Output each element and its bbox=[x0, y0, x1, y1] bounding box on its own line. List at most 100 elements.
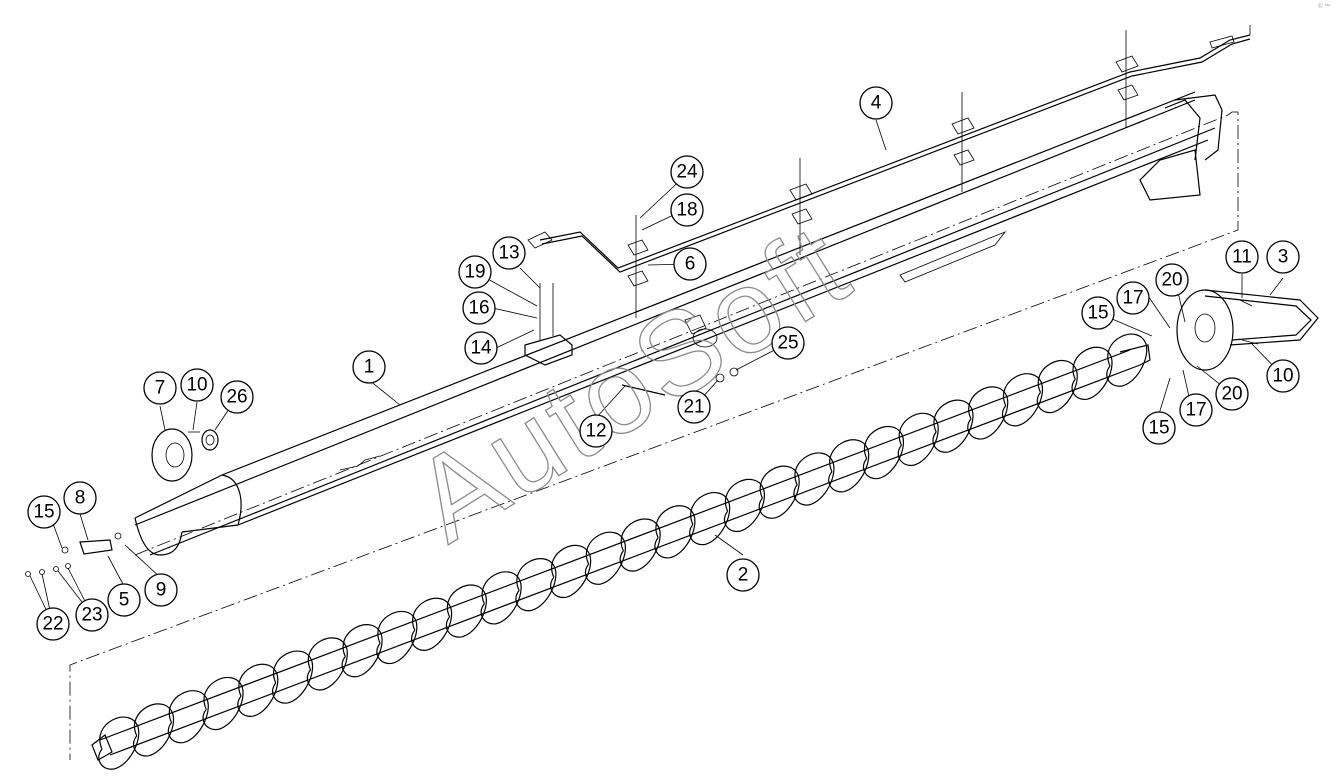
callout-9: 9 bbox=[144, 573, 178, 607]
callout-label: 11 bbox=[1232, 247, 1252, 268]
auger-flight bbox=[862, 425, 905, 480]
assembly-boundary bbox=[69, 111, 1239, 760]
auger-flight bbox=[932, 399, 974, 453]
callout-label: 26 bbox=[226, 387, 247, 408]
auger-flight bbox=[132, 703, 175, 757]
callout-17: 17 bbox=[1179, 393, 1213, 427]
auger-flight bbox=[793, 452, 835, 506]
callout-11: 11 bbox=[1225, 240, 1259, 274]
callout-16: 16 bbox=[462, 291, 496, 325]
callout-label: 20 bbox=[1161, 270, 1182, 291]
callout-3: 3 bbox=[1266, 240, 1300, 274]
callout-1: 1 bbox=[352, 350, 386, 384]
auger-flight bbox=[1036, 359, 1078, 414]
auger-flight bbox=[376, 610, 418, 665]
callout-label: 13 bbox=[498, 243, 519, 264]
auger-flight bbox=[550, 544, 592, 599]
auger-flight bbox=[1001, 373, 1044, 427]
callout-label: 15 bbox=[1087, 303, 1108, 324]
callout-label: 1 bbox=[364, 357, 375, 378]
mounting-block bbox=[524, 283, 573, 366]
auger-flight bbox=[758, 465, 800, 519]
callout-10: 10 bbox=[1266, 359, 1300, 393]
callout-10: 10 bbox=[180, 368, 214, 402]
corner-note: © ™ bbox=[1318, 3, 1330, 10]
callout-label: 3 bbox=[1278, 247, 1289, 268]
auger-flight bbox=[723, 478, 766, 533]
auger-flight bbox=[654, 505, 696, 559]
callout-18: 18 bbox=[670, 193, 704, 227]
flights bbox=[98, 333, 1148, 770]
callout-17: 17 bbox=[1116, 281, 1150, 315]
auger-flight bbox=[967, 386, 1009, 440]
callout-label: 5 bbox=[119, 590, 130, 611]
callout-label: 22 bbox=[42, 614, 63, 635]
callout-label: 4 bbox=[871, 93, 882, 114]
callout-label: 10 bbox=[186, 375, 207, 396]
auger-flight bbox=[202, 676, 244, 731]
auger-tube bbox=[134, 91, 1223, 556]
callout-label: 14 bbox=[470, 338, 492, 359]
callout-label: 21 bbox=[683, 397, 704, 418]
callout-14: 14 bbox=[464, 331, 498, 365]
callout-label: 18 bbox=[676, 200, 697, 221]
rod-brackets bbox=[627, 30, 1139, 318]
auger-flighting bbox=[91, 333, 1151, 770]
callout-label: 12 bbox=[585, 421, 606, 442]
auger-flight bbox=[306, 637, 348, 691]
auger-flight bbox=[584, 531, 626, 585]
callout-label: 8 bbox=[75, 488, 86, 509]
end-flange bbox=[151, 428, 219, 482]
callout-label: 16 bbox=[468, 298, 489, 319]
auger-flight bbox=[411, 597, 453, 651]
auger-flight bbox=[1071, 346, 1113, 400]
callout-12: 12 bbox=[579, 414, 613, 448]
callout-label: 17 bbox=[1185, 400, 1206, 421]
callout-15: 15 bbox=[1142, 411, 1176, 445]
callout-label: 15 bbox=[33, 502, 54, 523]
auger-flight bbox=[480, 571, 522, 625]
callout-19: 19 bbox=[458, 255, 492, 289]
auger-flight bbox=[897, 412, 939, 466]
callout-label: 9 bbox=[156, 580, 167, 601]
callout-25: 25 bbox=[771, 326, 805, 360]
auger-flight bbox=[237, 663, 279, 717]
auger-flight bbox=[619, 518, 661, 572]
callout-label: 17 bbox=[1122, 288, 1143, 309]
callout-23: 23 bbox=[75, 598, 109, 632]
watermark-text: AutoSoft bbox=[392, 198, 873, 567]
auger-flight bbox=[272, 650, 314, 704]
callout-13: 13 bbox=[492, 236, 526, 270]
callout-label: 6 bbox=[685, 254, 696, 275]
discharge-plate bbox=[1176, 289, 1319, 371]
callout-label: 20 bbox=[1221, 384, 1242, 405]
auger-flight bbox=[98, 716, 140, 770]
auger-flight bbox=[828, 439, 870, 493]
control-rod bbox=[527, 25, 1251, 273]
auger-flight bbox=[445, 584, 487, 638]
callout-26: 26 bbox=[220, 380, 254, 414]
auger-flight bbox=[341, 624, 383, 678]
auger-flight bbox=[167, 690, 209, 744]
callout-label: 25 bbox=[777, 333, 798, 354]
callout-label: 15 bbox=[1148, 418, 1169, 439]
callout-2: 2 bbox=[726, 558, 760, 592]
callout-20: 20 bbox=[1215, 377, 1249, 411]
end-bracket bbox=[25, 532, 122, 577]
callout-15: 15 bbox=[1081, 296, 1115, 330]
callout-label: 2 bbox=[738, 565, 749, 586]
callout-label: 23 bbox=[81, 605, 102, 626]
callout-label: 7 bbox=[155, 378, 166, 399]
center-hardware bbox=[621, 314, 739, 396]
auger-flight bbox=[1106, 333, 1148, 387]
callout-22: 22 bbox=[36, 607, 70, 641]
callouts: 1 2 3 4 5 6 7 8 9 10 10 11 12 13 14 15 1… bbox=[27, 86, 1300, 641]
callout-21: 21 bbox=[677, 390, 711, 424]
callout-20: 20 bbox=[1155, 263, 1189, 297]
callout-label: 10 bbox=[1272, 366, 1293, 387]
callout-label: 24 bbox=[676, 162, 698, 183]
callout-5: 5 bbox=[107, 583, 141, 617]
callout-7: 7 bbox=[143, 371, 177, 405]
auger-flight bbox=[689, 492, 731, 546]
